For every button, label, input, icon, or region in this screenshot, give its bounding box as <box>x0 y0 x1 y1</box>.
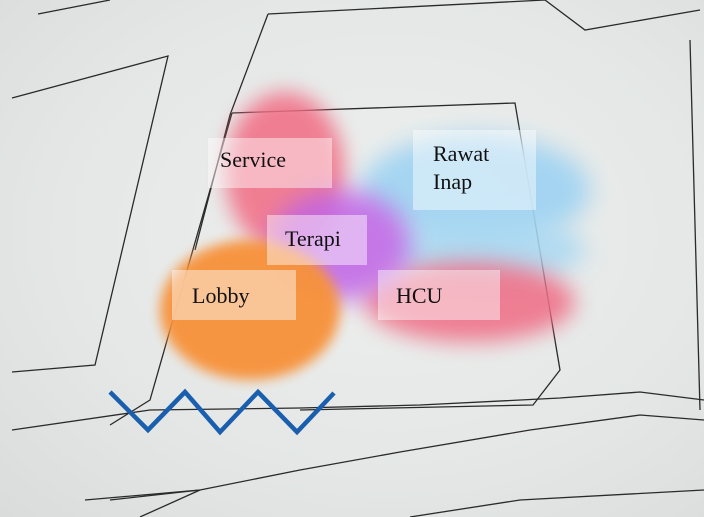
service-label: Service <box>208 138 332 188</box>
road-line-bottom <box>11 391 704 431</box>
rawat-inap-label-line1: Rawat <box>433 141 490 166</box>
zigzag-entrance-marker <box>108 388 336 436</box>
lobby-zone <box>160 240 340 380</box>
site-boundary-right <box>689 39 701 411</box>
road-line-lower-right <box>109 414 704 501</box>
rawat-inap-label: Rawat Inap <box>413 130 536 210</box>
lobby-label: Lobby <box>172 270 296 320</box>
road-line-left-upper <box>11 55 169 373</box>
hcu-zone <box>365 262 575 342</box>
building-outline-left <box>109 112 233 426</box>
road-line-bottom-left <box>84 489 201 517</box>
site-boundary-left <box>194 13 269 251</box>
building-outline <box>231 102 561 411</box>
site-boundary <box>267 0 701 31</box>
road-line-bottom-right <box>409 489 704 517</box>
hcu-label: HCU <box>378 270 500 320</box>
terapi-label: Terapi <box>267 215 367 265</box>
rawat-inap-label-line2: Inap <box>433 168 473 194</box>
road-line-top-left <box>37 0 111 15</box>
